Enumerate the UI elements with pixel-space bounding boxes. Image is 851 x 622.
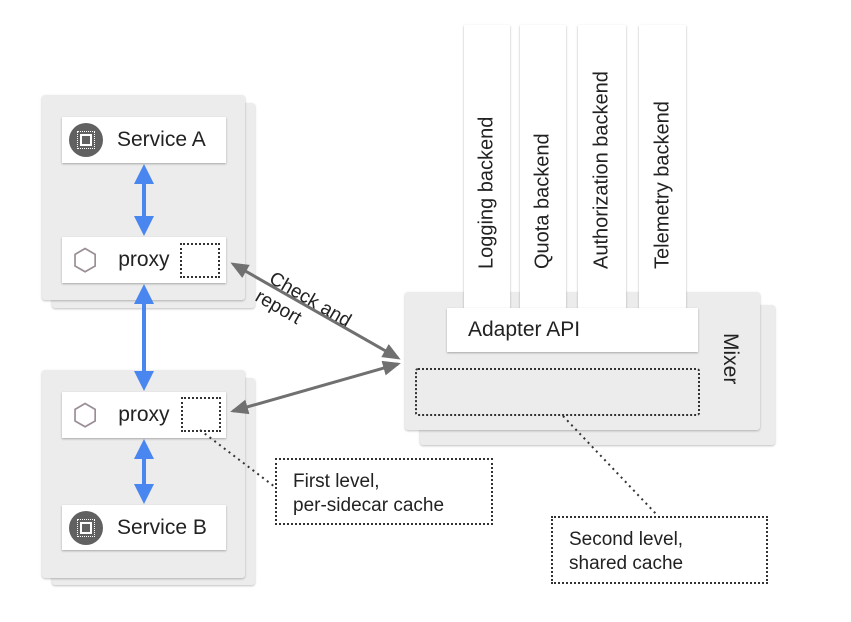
hexagon-icon: ⬡ [72,398,99,432]
chip-icon [69,123,103,157]
backend-authorization: Authorization backend [578,25,626,310]
note-line: First level, [293,471,380,492]
service-a-label: Service A [117,128,206,151]
service-a-box: Service A [62,117,226,163]
adapter-api-box: Adapter API [447,308,698,352]
second-level-cache-note: Second level, shared cache [551,516,768,584]
first-level-cache-note: First level, per-sidecar cache [275,458,493,525]
backend-logging: Logging backend [464,25,510,310]
second-level-leader [562,415,659,517]
chip-icon [69,510,103,545]
backend-quota: Quota backend [520,25,566,310]
proxy-b-box: ⬡ proxy [62,392,226,438]
proxy-a-box: ⬡ proxy [62,237,226,283]
proxy-b-label: proxy [118,403,170,426]
service-b-label: Service B [117,515,207,539]
adapter-api-label: Adapter API [468,318,581,341]
hexagon-icon: ⬡ [72,243,99,277]
service-b-box: Service B [62,505,226,550]
proxy-b-mixer-arrow [230,360,401,415]
shared-cache [415,368,700,416]
note-line: Second level, [569,529,684,550]
first-level-leader [199,429,276,488]
proxy-a-mixer-arrow [230,262,401,360]
proxy-a-cache [180,243,220,278]
note-line: shared cache [569,553,684,574]
backend-telemetry: Telemetry backend [639,25,686,310]
note-line: per-sidecar cache [293,495,445,516]
proxy-a-label: proxy [118,248,170,271]
